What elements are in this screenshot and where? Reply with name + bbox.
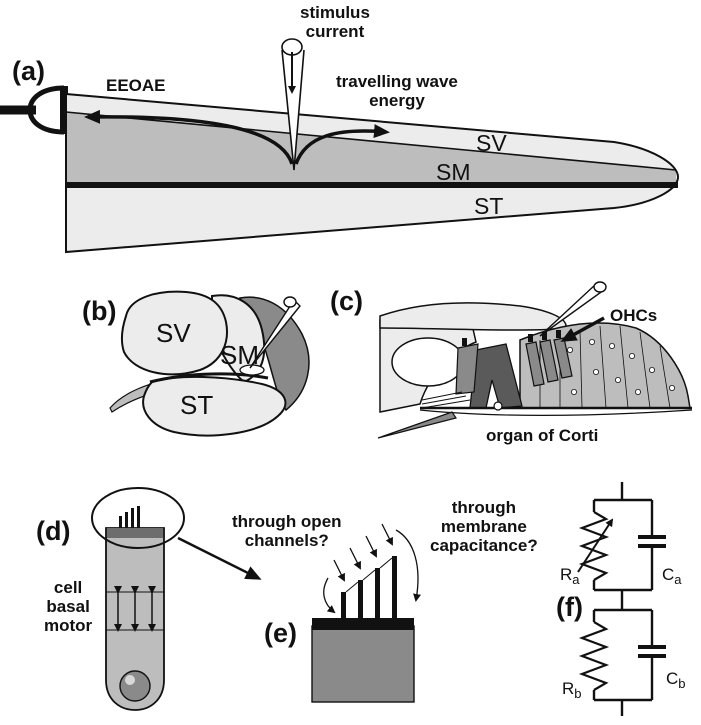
open-channels-label: through open channels? (232, 512, 342, 550)
ra-subscript: a (572, 572, 580, 587)
probe-base (60, 86, 68, 134)
motor-line3: motor (44, 616, 93, 635)
inner-sulcus (391, 337, 465, 387)
spiral-lamina-c (377, 411, 457, 439)
basilar-membrane-lower (419, 409, 693, 416)
channels-line1: through open (232, 512, 342, 531)
eeoae-label: EEOAE (106, 76, 166, 95)
tectorial-membrane (379, 302, 567, 331)
nucleus-highlight (125, 675, 135, 685)
capacitance-arrows (323, 529, 421, 614)
sv-label-b: SV (156, 318, 191, 348)
stereocilia (341, 556, 397, 618)
apical-plate (312, 618, 414, 630)
panel-label-c: (c) (330, 286, 363, 316)
ohc-bundle (119, 506, 140, 528)
cochlea-outline (65, 92, 680, 254)
panel-label-f: (f) (556, 592, 583, 622)
panel-label-e: (e) (264, 618, 297, 648)
scala-vestibuli-b (120, 290, 228, 376)
cuticular-plate (107, 528, 163, 538)
wave-line2: energy (369, 91, 425, 110)
sv-label-a: SV (476, 130, 507, 156)
stimulus-current-label: stimulus current (300, 3, 370, 41)
rb-letter: R (562, 679, 575, 698)
panel-d-hair-cell (91, 487, 262, 711)
panel-label-b: (b) (82, 296, 117, 326)
cell-apex (311, 625, 415, 703)
tip-links (345, 557, 393, 593)
panel-label-d: (d) (36, 516, 71, 546)
wave-line1: travelling wave (336, 72, 458, 91)
ra-label: Ra (560, 566, 580, 586)
motor-line2: basal (46, 597, 90, 616)
inner-hair-cell (455, 343, 479, 395)
cell-basal-motor-label: cell basal motor (44, 578, 92, 635)
ra-letter: R (560, 565, 573, 584)
electrode-tip-c (593, 281, 607, 293)
panel-a-cochlea (0, 38, 680, 254)
scala-media (66, 112, 676, 185)
stimulus-line2: current (305, 22, 365, 41)
st-label-a: ST (474, 193, 504, 219)
rb-subscript: b (574, 686, 582, 701)
motor-line1: cell (53, 578, 83, 597)
resistor-a (578, 511, 610, 581)
reissner-membrane (65, 111, 677, 171)
sm-label-a: SM (436, 159, 471, 185)
cb-subscript: b (678, 676, 686, 691)
ca-subscript: a (674, 572, 682, 587)
rb-label: Rb (562, 680, 582, 700)
scala-tympani-b (142, 375, 287, 437)
resistor-b (578, 621, 610, 691)
nerve-fibres (421, 391, 471, 409)
channels-line2: channels? (244, 531, 329, 550)
eeoae-arrow (84, 109, 294, 165)
channel-arrows (333, 523, 393, 582)
motor-arrows (114, 586, 156, 632)
travelling-wave-label: travelling wave energy (336, 72, 458, 110)
probe-cup (27, 85, 65, 135)
outer-hair-cells (525, 337, 573, 387)
cb-label: Cb (666, 670, 686, 690)
travelling-wave-arrow (294, 124, 390, 165)
cap-line3: capacitance? (430, 536, 538, 555)
sm-label-b: SM (220, 340, 259, 370)
tunnel-vessel (493, 401, 503, 411)
panel-e-bundle (311, 523, 421, 703)
ohcs-label: OHCs (610, 306, 658, 325)
stimulus-line1: stimulus (300, 3, 370, 22)
basilar-membrane-b (149, 372, 269, 384)
panel-label-a: (a) (12, 56, 45, 86)
ca-label: Ca (662, 566, 682, 586)
membrane-capacitance-label: through membrane capacitance? (430, 498, 538, 555)
st-label-b: ST (180, 390, 214, 420)
organ-of-corti-label: organ of Corti (486, 426, 599, 445)
cb-letter: C (666, 669, 679, 688)
zoom-circle (91, 487, 185, 549)
ca-letter: C (662, 565, 675, 584)
panel-c-organ-of-corti (377, 281, 693, 439)
ohcs-arrow (560, 316, 605, 342)
cap-line2: membrane (440, 517, 527, 536)
cap-line1: through (451, 498, 516, 517)
stimulus-electrode (281, 49, 305, 171)
scala-tympani (66, 185, 676, 252)
variable-arrow (577, 518, 614, 573)
cell-nuclei (567, 338, 676, 395)
electrode-tip-b (283, 296, 297, 308)
panel-b-cross-section (109, 290, 310, 437)
ohc-nucleus (119, 670, 151, 702)
panel-f-circuit (577, 482, 666, 716)
zoom-arrow (177, 536, 262, 580)
ohc-stereocilia (462, 330, 561, 346)
electrode-b (249, 298, 301, 369)
